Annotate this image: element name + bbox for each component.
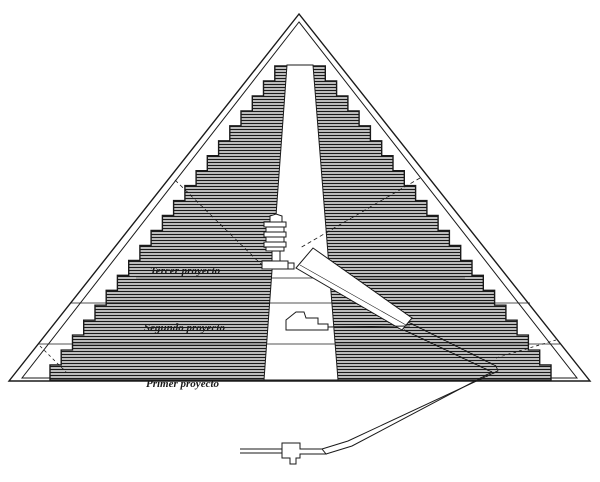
label-second-project: Segundo proyecto [144,322,225,334]
middle-chamber [285,311,329,331]
corridor-inner-line [299,264,407,326]
outer-passage-lower [325,371,493,455]
middle-passage [327,325,411,328]
upper-chamber [261,213,295,270]
central-core-shaft [263,64,339,381]
dashed-diagonal-right [299,177,421,249]
label-first-project: Primer proyecto [146,378,220,390]
dashed-lower-left [39,345,67,373]
outer-passage-upper [321,365,499,450]
ascending-corridor [295,247,413,331]
outer-casing-outline [7,12,592,382]
label-third-project: Tercer proyecto [150,265,221,277]
subterranean-chamber [240,442,328,465]
descending-passage-upper [407,321,497,367]
dashed-lower-right [495,339,557,359]
descending-passage-lower [403,329,493,373]
